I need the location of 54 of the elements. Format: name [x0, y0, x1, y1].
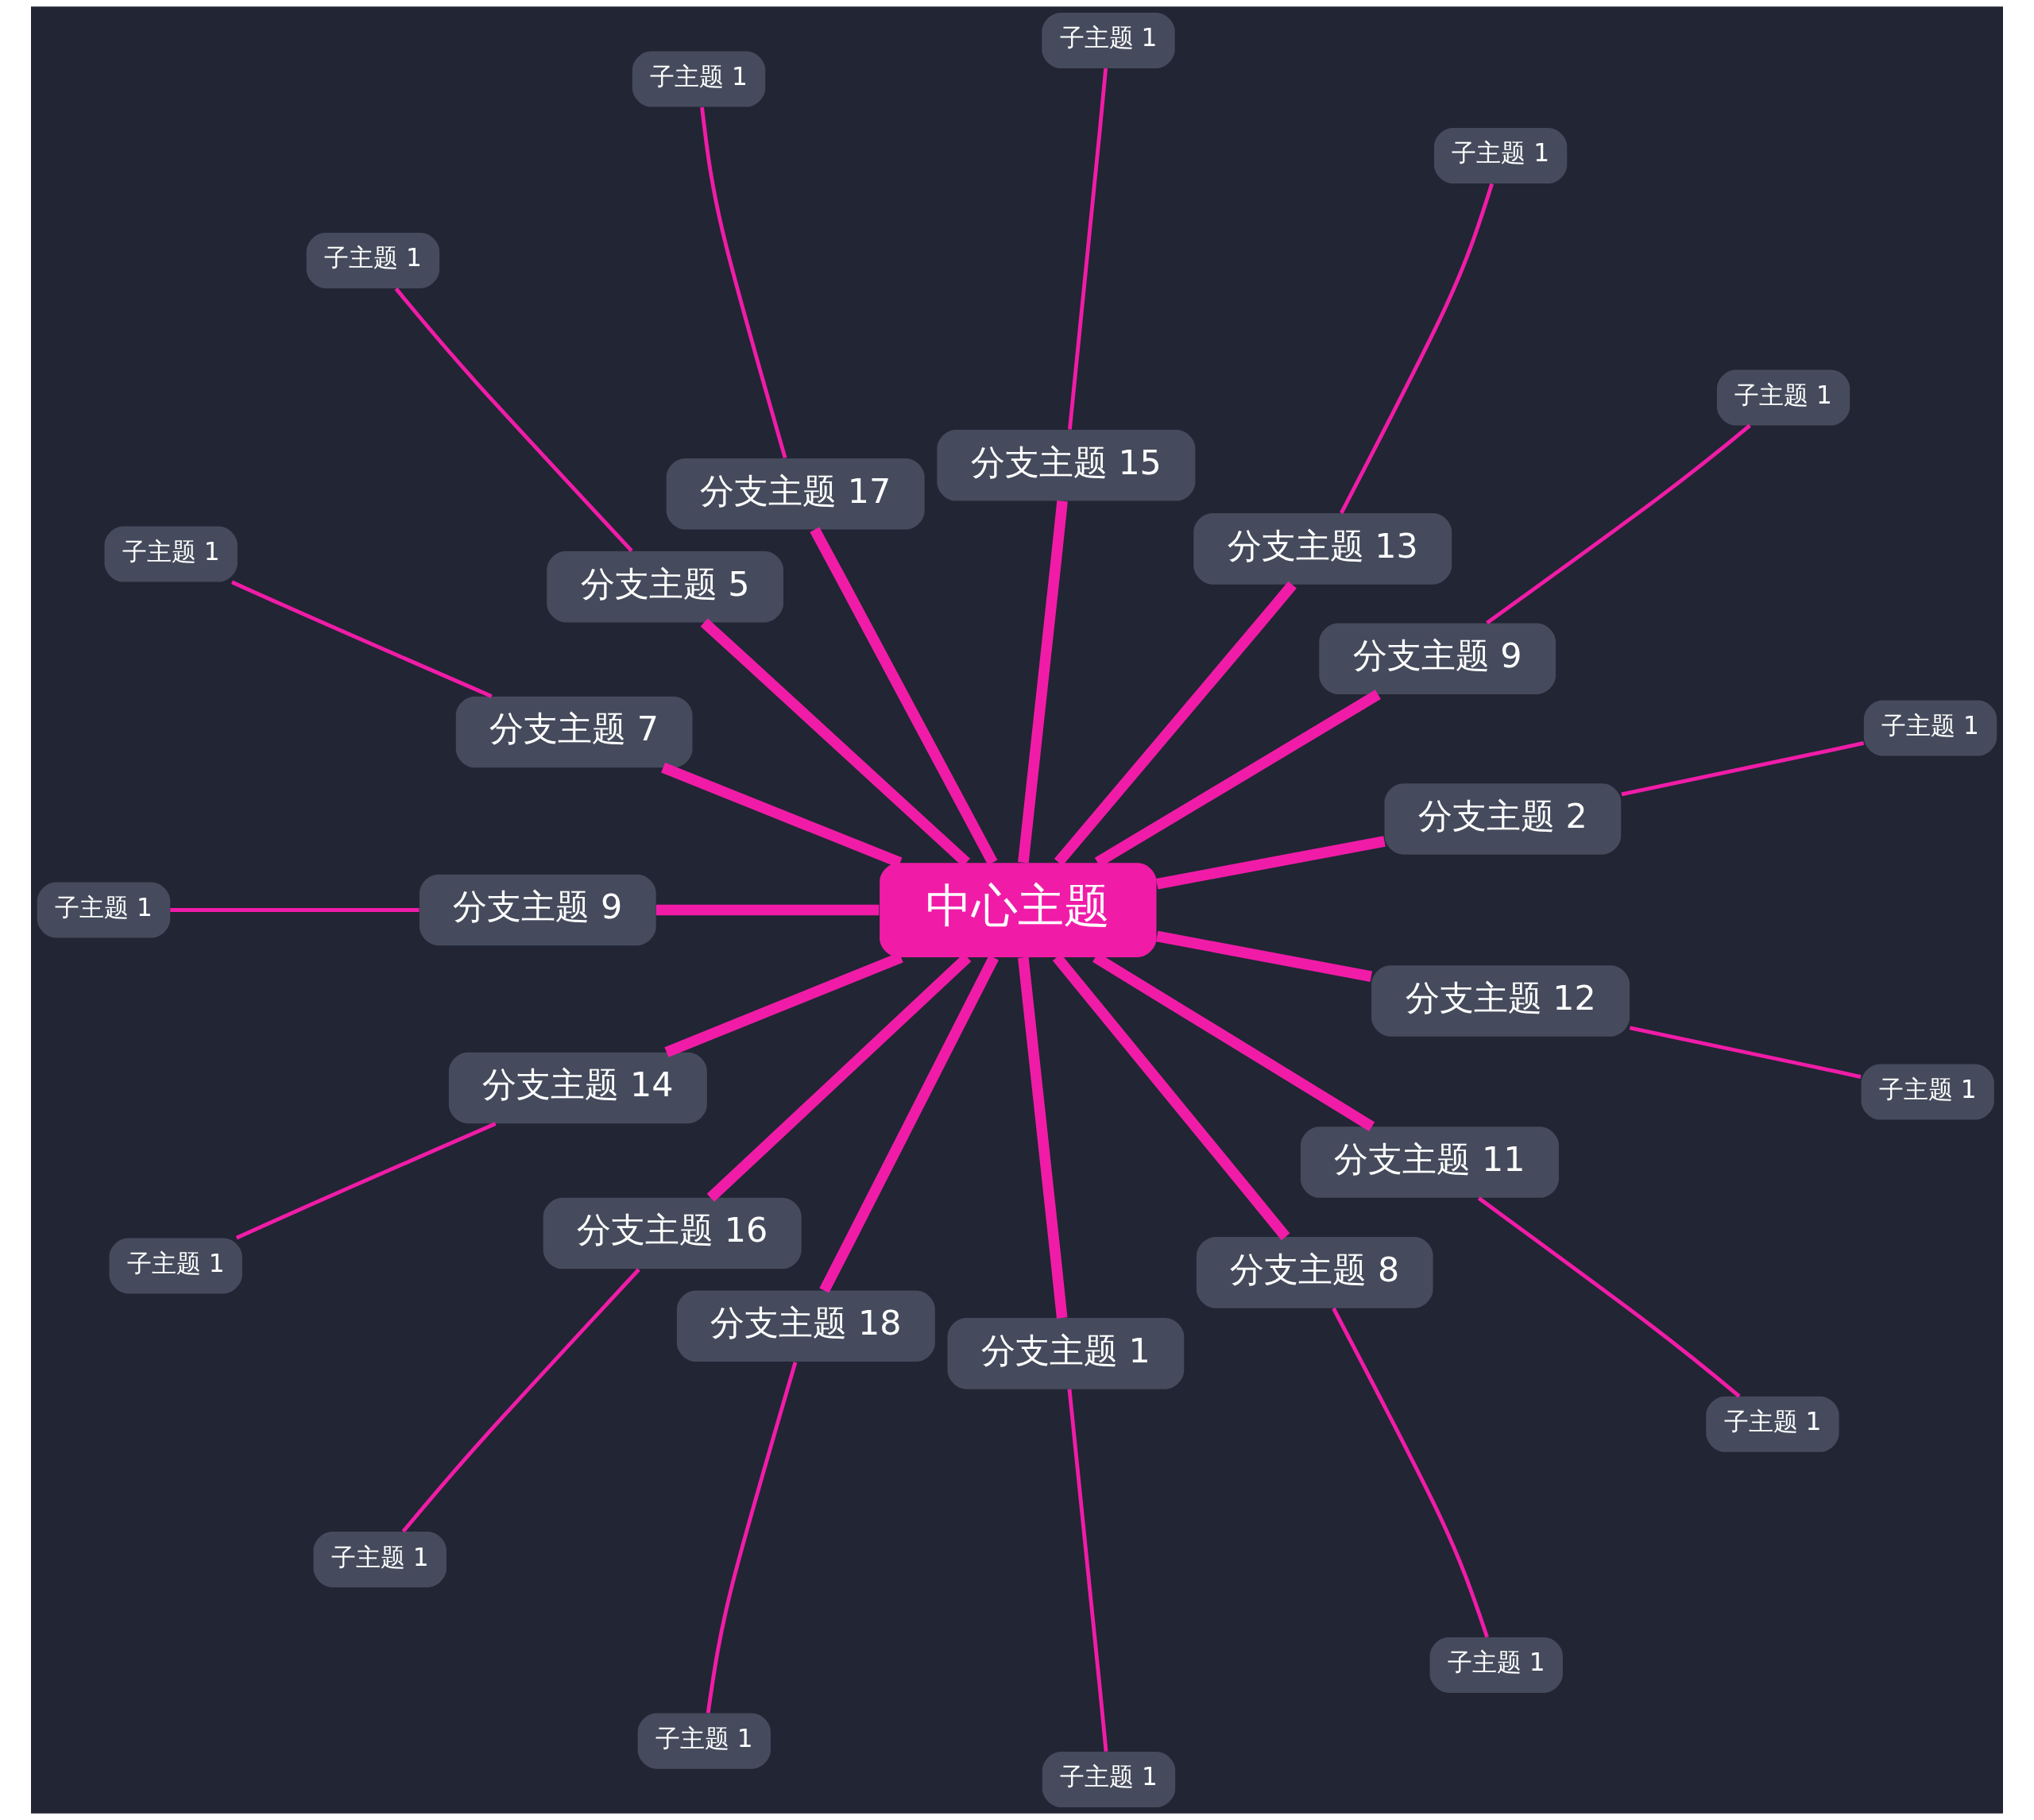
node-box: 子主题 1: [1042, 1751, 1176, 1807]
node-box: 子主题 1: [1863, 700, 1997, 756]
node-box: 子主题 1: [1716, 369, 1850, 426]
connector: [170, 908, 420, 912]
connector: [1054, 581, 1297, 866]
node-box: 子主题 1: [109, 1238, 242, 1294]
connector: [1477, 1196, 1741, 1398]
node-box: 子主题 1: [313, 1532, 447, 1588]
node-box: 分支主题 2: [1384, 783, 1622, 855]
node-box: 分支主题 17: [666, 458, 925, 530]
node-box: 分支主题 11: [1300, 1126, 1559, 1198]
node-box: 子主题 1: [306, 232, 440, 288]
node-box: 子主题 1: [1861, 1064, 1994, 1120]
connector: [1340, 183, 1494, 514]
node-box: 分支主题 1: [947, 1318, 1185, 1389]
node-box: 子主题 1: [37, 882, 171, 938]
connector: [1018, 500, 1068, 864]
node-box: 子主题 1: [104, 526, 238, 582]
connector: [706, 1362, 798, 1714]
connector: [1629, 1026, 1862, 1079]
node-box: 分支主题 15: [937, 430, 1196, 501]
connector: [1486, 423, 1751, 625]
node-box: 分支主题 5: [547, 551, 783, 623]
connector: [1156, 930, 1373, 982]
connector: [819, 955, 999, 1293]
node-box: 分支主题 7: [455, 696, 693, 768]
node-box: 分支主题 14: [448, 1052, 707, 1124]
connector: [394, 287, 633, 552]
node-box: 分支主题 8: [1196, 1237, 1433, 1308]
node-box: 分支主题 12: [1371, 965, 1630, 1037]
node-box: 分支主题 9: [419, 874, 656, 946]
node-box: 子主题 1: [1429, 1636, 1563, 1693]
node-box: 子主题 1: [1042, 13, 1175, 69]
connector: [230, 580, 493, 698]
connector: [655, 904, 880, 916]
node-box: 子主题 1: [1433, 128, 1568, 184]
node-box: 中心主题: [880, 863, 1157, 957]
connector: [1067, 68, 1108, 430]
node-box: 分支主题 16: [543, 1197, 802, 1269]
node-box: 分支主题 13: [1193, 513, 1452, 585]
connector: [1155, 836, 1386, 890]
node-box: 分支主题 9: [1319, 623, 1556, 694]
connector: [810, 527, 998, 865]
connector: [700, 106, 787, 459]
node-box: 子主题 1: [1706, 1396, 1839, 1452]
node-box: 分支主题 18: [676, 1290, 935, 1362]
connector: [1332, 1307, 1489, 1638]
connector: [1067, 1389, 1108, 1752]
node-box: 子主题 1: [632, 51, 766, 107]
node-box: 子主题 1: [637, 1713, 771, 1769]
connector: [401, 1268, 640, 1533]
connector: [235, 1122, 497, 1240]
connector: [1621, 740, 1865, 797]
connector: [1018, 956, 1068, 1319]
